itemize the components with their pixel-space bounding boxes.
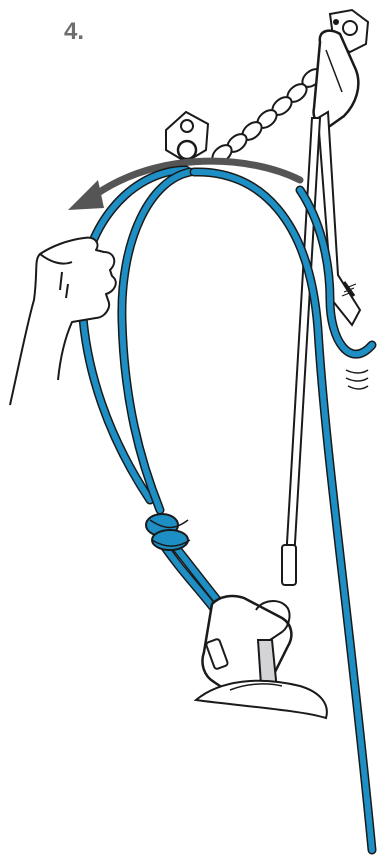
knot-icon	[146, 514, 190, 550]
anchor-hanger-icon	[166, 112, 208, 162]
hand-icon	[10, 238, 116, 405]
lanyard-icon	[318, 112, 360, 325]
motion-lines-icon	[346, 370, 368, 389]
chain-icon	[209, 66, 325, 167]
rope-icon	[82, 170, 372, 850]
